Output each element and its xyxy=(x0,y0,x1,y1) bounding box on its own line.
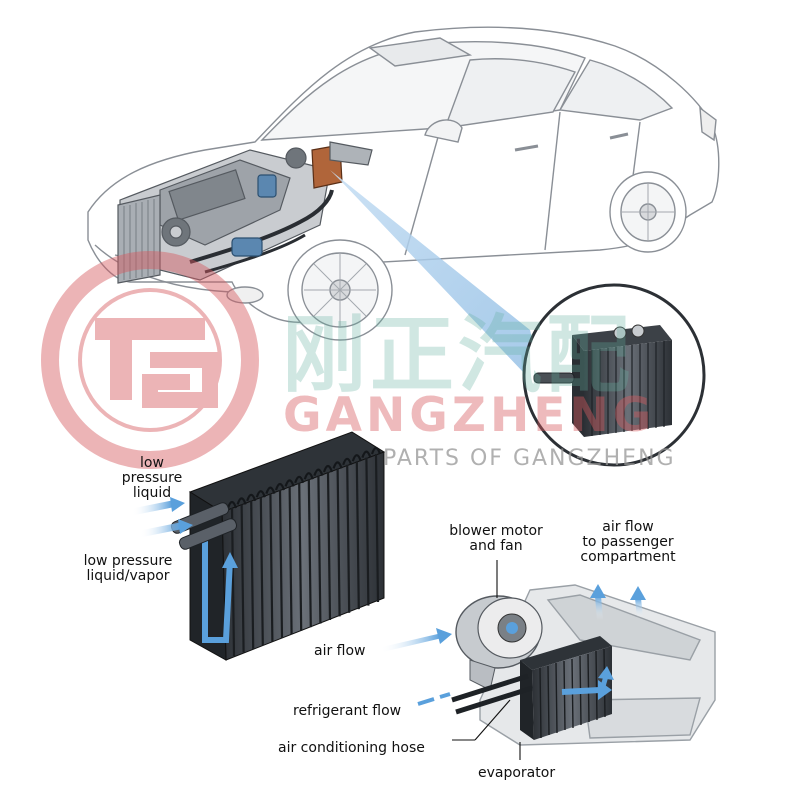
evaporator-fin-cap xyxy=(322,464,334,473)
evaporator-fin xyxy=(355,461,360,610)
label-air-flow-passenger: air flow to passenger compartment xyxy=(580,519,676,565)
evaporator-fin-cap xyxy=(303,472,314,480)
internal-flow-arrow xyxy=(202,530,233,643)
label-evaporator: evaporator xyxy=(478,765,556,781)
evaporator-large xyxy=(188,431,386,661)
label-low-pressure-liquid-vapor: low pressure liquid/vapor xyxy=(83,553,173,584)
evaporator-fin xyxy=(298,482,303,631)
label-air-flow: air flow xyxy=(314,643,366,659)
watermark-brand: GANGZHENG xyxy=(283,388,656,443)
evaporator-fin xyxy=(326,471,332,621)
evaporator-fin xyxy=(317,475,322,624)
evaporator-fin xyxy=(336,468,341,617)
evaporator-fin xyxy=(365,457,370,606)
evaporator-inset xyxy=(522,283,706,467)
watermark-chinese: 刚正汽配 xyxy=(282,306,635,404)
evaporator-fin-cap xyxy=(342,457,353,466)
evaporator-fin xyxy=(278,489,284,639)
evaporator-fin-cap xyxy=(284,479,295,487)
evaporator-fin xyxy=(346,464,351,613)
evaporator-fin xyxy=(288,486,293,635)
leader-lines xyxy=(452,560,521,760)
label-refrigerant-flow: refrigerant flow xyxy=(293,703,402,719)
passenger-airflow-arrows xyxy=(590,584,646,691)
refrigerant-flow-arrows xyxy=(417,692,451,706)
label-blower-motor: blower motor and fan xyxy=(449,523,543,554)
evaporator-fin-cap xyxy=(226,500,238,509)
evaporator-fin-cap xyxy=(313,468,324,476)
inlet-arrow-top xyxy=(131,500,173,516)
blower-motor xyxy=(455,595,543,691)
evaporator-fins xyxy=(226,446,382,657)
evaporator-fin-cap xyxy=(361,450,372,458)
watermark-logo xyxy=(41,251,259,469)
evaporator-fin-cap xyxy=(370,446,382,455)
evaporator-fin-cap xyxy=(236,497,247,505)
evaporator-fin-cap xyxy=(246,493,257,502)
label-ac-hose: air conditioning hose xyxy=(278,740,425,756)
evaporator-fin-cap xyxy=(294,475,305,484)
evaporator-fin xyxy=(230,507,236,657)
evaporator-fin-cap xyxy=(255,490,266,498)
evaporator-fin-cap xyxy=(274,482,286,491)
evaporator-fin xyxy=(259,497,264,646)
evaporator-fin xyxy=(240,504,245,653)
evaporator-fin-cap xyxy=(351,454,362,462)
evaporator-fin-cap xyxy=(332,461,343,469)
engine-bay xyxy=(117,141,373,284)
evaporator-fin xyxy=(269,493,274,642)
air-flow-arrow xyxy=(379,633,441,653)
evaporator-fin xyxy=(307,479,312,628)
evaporator-fin xyxy=(250,500,255,649)
inlet-arrow-bottom xyxy=(139,522,181,538)
label-low-pressure-liquid: low pressure liquid xyxy=(121,455,183,501)
evaporator-fin xyxy=(374,453,380,603)
watermark-subtitle: PARTS OF GANGZHENG xyxy=(383,446,676,471)
ac-hose xyxy=(451,673,533,715)
evaporator-fin-cap xyxy=(265,486,276,494)
